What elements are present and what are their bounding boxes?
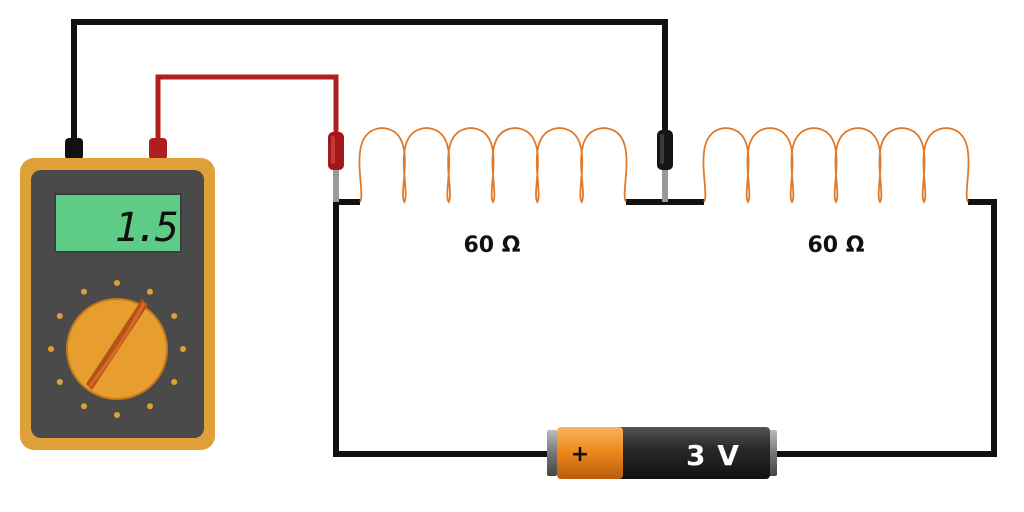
dial-dot (114, 280, 120, 286)
battery-plus-sign: + (571, 442, 589, 467)
battery-body-orange (557, 427, 623, 479)
battery: + 3 V (547, 427, 777, 479)
multimeter: 1.5 (20, 138, 215, 450)
resistor-left (358, 127, 628, 204)
dial-dot (48, 346, 54, 352)
resistor-left-label: 60 Ω (464, 233, 521, 258)
resistor-left-coil (358, 127, 628, 204)
circuit-wire-left (333, 199, 550, 457)
volt-jack (149, 138, 167, 160)
black-probe-tip (657, 130, 673, 202)
battery-voltage-label: 3 V (686, 439, 740, 472)
red-probe-wire (155, 74, 339, 142)
dial-dot (147, 403, 153, 410)
battery-body-black (600, 427, 770, 479)
meter-reading: 1.5 (115, 205, 177, 251)
resistor-right-coil (702, 127, 970, 204)
dial-dot (56, 379, 63, 385)
dial-position-dots (48, 280, 186, 418)
battery-negative-cap (547, 430, 557, 476)
dial-dot (171, 313, 178, 319)
dial-dot (147, 288, 153, 295)
dial-dot (81, 403, 87, 410)
dial-dot (81, 288, 87, 295)
dial-dot (180, 346, 186, 352)
dial-pointer-highlight (88, 302, 146, 387)
com-jack (65, 138, 83, 160)
resistor-right (702, 127, 970, 204)
red-probe-tip (328, 132, 344, 202)
dial-dot (114, 412, 120, 418)
dial-dot (56, 313, 63, 319)
resistor-right-label: 60 Ω (808, 233, 865, 258)
black-probe-wire (71, 19, 668, 142)
lcd-screen (54, 193, 182, 253)
circuit-wire-right (775, 199, 997, 457)
dial-dot (171, 379, 178, 385)
